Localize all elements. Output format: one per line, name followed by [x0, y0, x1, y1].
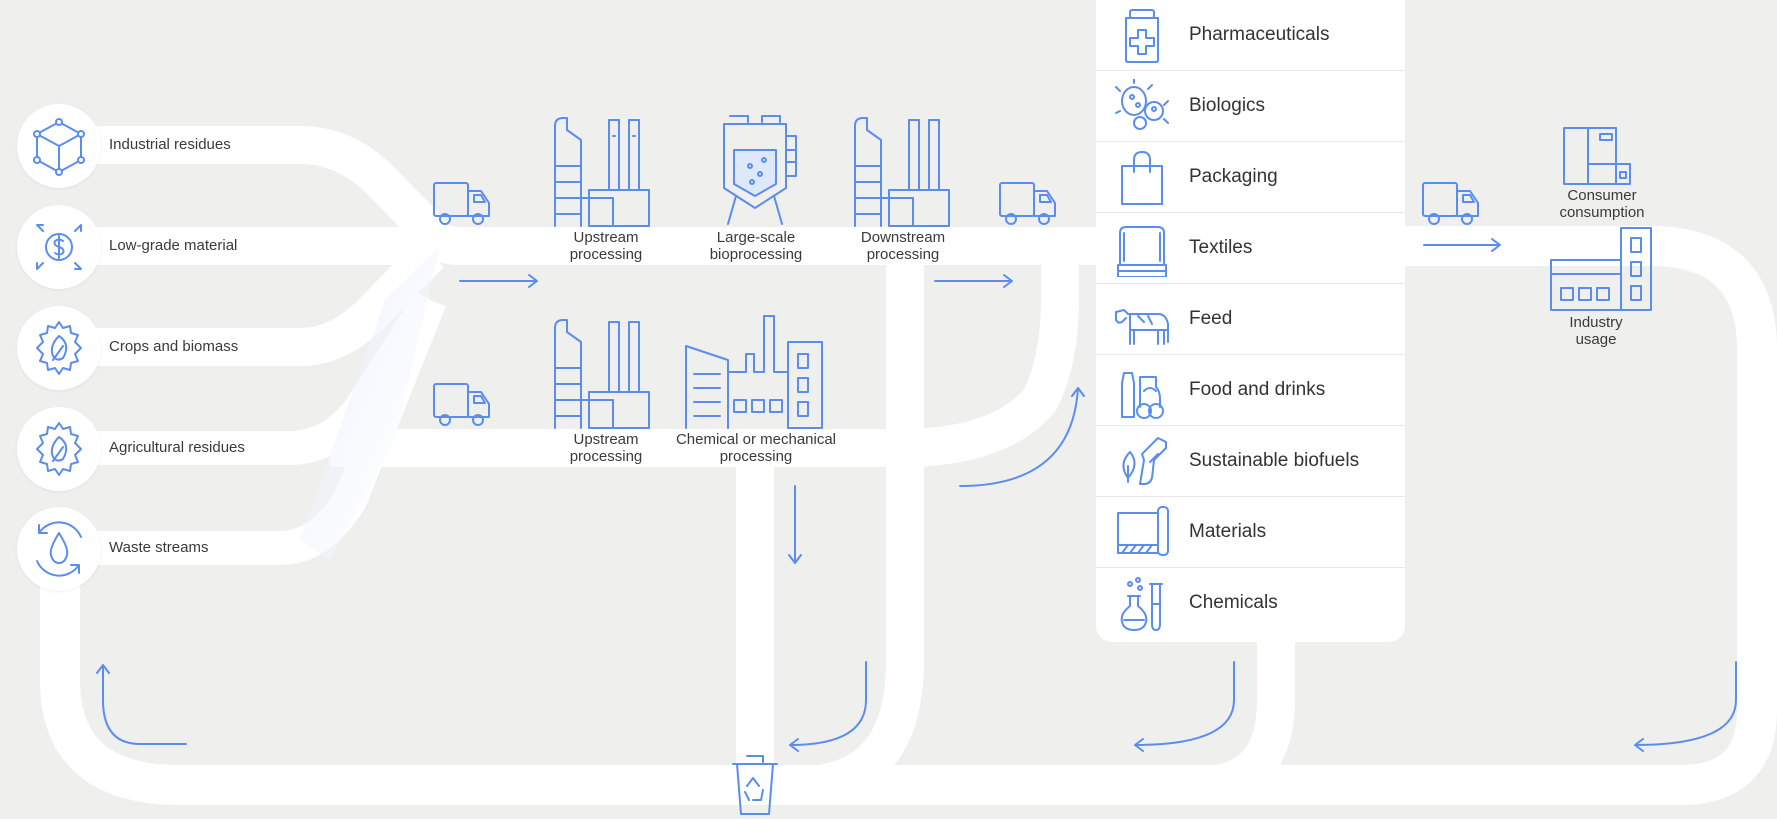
microbe-icon	[1115, 79, 1169, 130]
merge-fan	[300, 246, 440, 560]
arrow-return-up	[96, 664, 187, 745]
lab-flask-icon	[1120, 577, 1163, 631]
truck-icon-middle	[999, 182, 1056, 225]
product-row-biologics: Biologics	[1096, 71, 1405, 142]
source-label-crops-and-biomass: Crops and biomass	[109, 338, 239, 355]
downstream-factory-icon	[854, 117, 950, 227]
folded-textile-icon	[1117, 226, 1167, 277]
source-leaf-gear-icon	[17, 306, 101, 390]
source-label-agricultural-residues: Agricultural residues	[109, 439, 245, 456]
product-row-food-and-drinks: Food and drinks	[1096, 355, 1405, 426]
cow-icon	[1115, 309, 1169, 345]
source-dollar-coin-icon	[17, 205, 101, 289]
product-label: Pharmaceuticals	[1189, 24, 1330, 45]
arrow-right-2	[934, 274, 1013, 288]
arrow-return-2	[1134, 661, 1235, 752]
product-label: Sustainable biofuels	[1189, 450, 1360, 471]
source-label-low-grade-material: Low-grade material	[109, 237, 238, 254]
truck-icon-right	[1422, 182, 1479, 225]
consumer-boxes-icon	[1563, 127, 1631, 185]
arrow-curve-up	[959, 387, 1085, 487]
truck-icon-top	[433, 182, 490, 225]
material-roll-icon	[1117, 506, 1169, 556]
track-lower-lane	[330, 246, 1079, 467]
arrow-right-3	[1423, 238, 1501, 252]
product-row-packaging: Packaging	[1096, 142, 1405, 213]
track-industrial	[60, 126, 1100, 265]
track-to-usage	[40, 226, 1777, 805]
arrow-right-1	[459, 274, 538, 288]
source-cube-icon	[17, 104, 101, 188]
upstream-factory-icon-bottom	[554, 319, 650, 429]
source-label-industrial-residues: Industrial residues	[109, 136, 231, 153]
upstream-factory-icon-top	[554, 117, 650, 227]
track-return-panel	[1199, 600, 1295, 804]
product-label: Food and drinks	[1189, 379, 1326, 400]
medicine-jar-icon	[1125, 9, 1159, 63]
product-row-sustainable-biofuels: Sustainable biofuels	[1096, 426, 1405, 497]
product-label: Packaging	[1189, 166, 1278, 187]
source-water-drop-cycle-icon	[17, 507, 101, 591]
bioreactor-icon	[723, 115, 797, 225]
product-label: Chemicals	[1189, 592, 1278, 613]
source-label-waste-streams: Waste streams	[109, 539, 209, 556]
track-crops	[60, 240, 444, 366]
product-list-panel: Pharmaceuticals Biologics Packaging Text…	[1096, 0, 1405, 642]
product-label: Textiles	[1189, 237, 1253, 258]
arrow-return-1	[789, 661, 867, 752]
chemical-plant-icon	[685, 315, 823, 429]
product-row-textiles: Textiles	[1096, 213, 1405, 284]
product-label: Biologics	[1189, 95, 1266, 116]
product-row-chemicals: Chemicals	[1096, 568, 1405, 639]
arrow-return-3	[1634, 661, 1737, 752]
fuel-nozzle-leaf-icon	[1122, 437, 1167, 485]
product-row-feed: Feed	[1096, 284, 1405, 355]
shopping-bag-icon	[1121, 151, 1163, 205]
recycle-bin-icon	[732, 755, 778, 815]
track-return-downstream	[799, 246, 924, 804]
product-row-materials: Materials	[1096, 497, 1405, 568]
product-label: Materials	[1189, 521, 1267, 542]
source-leaf-gear-icon-2	[17, 407, 101, 491]
product-row-pharmaceuticals: Pharmaceuticals	[1096, 0, 1405, 71]
food-drinks-icon	[1121, 372, 1164, 419]
industry-building-icon	[1550, 227, 1652, 311]
truck-icon-bottom	[433, 383, 490, 426]
arrow-down	[788, 485, 802, 564]
product-label: Feed	[1189, 308, 1233, 329]
